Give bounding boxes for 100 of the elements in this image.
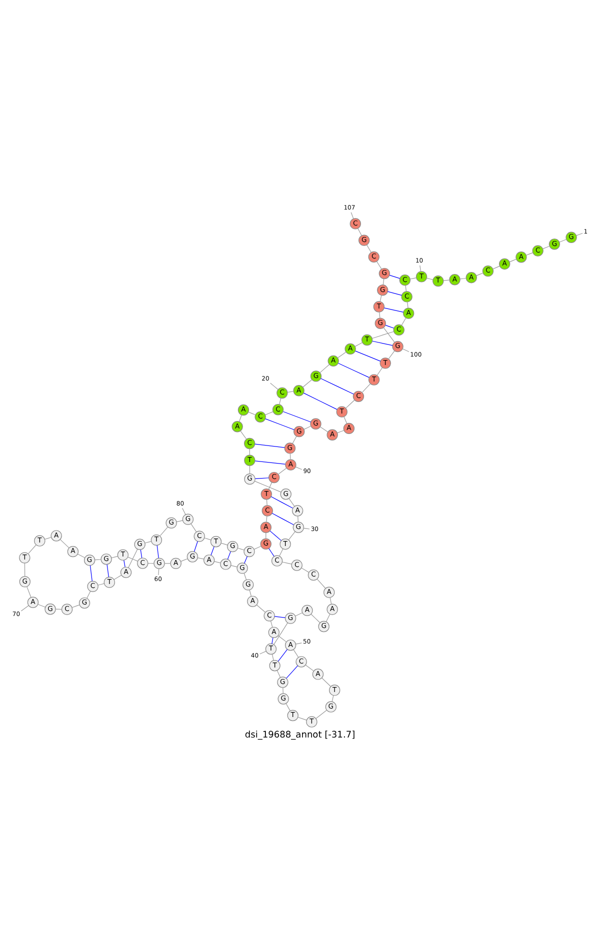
connector — [576, 232, 583, 236]
connector — [240, 430, 247, 439]
connector — [111, 556, 118, 558]
connector — [140, 549, 142, 558]
connector — [330, 596, 332, 604]
connector — [20, 604, 29, 611]
connector — [492, 265, 500, 269]
connector — [160, 526, 168, 536]
connector — [279, 548, 284, 556]
connector — [460, 277, 466, 279]
connector — [182, 507, 186, 514]
connector — [198, 557, 204, 559]
connector — [270, 496, 293, 508]
connector — [256, 604, 266, 612]
connector — [38, 604, 46, 607]
connector — [426, 277, 434, 280]
connector — [296, 642, 302, 644]
connector — [476, 272, 484, 276]
connector — [420, 264, 422, 272]
connector — [128, 556, 138, 561]
connector — [358, 228, 362, 236]
connector — [90, 564, 92, 581]
connector — [282, 561, 292, 564]
connector — [292, 435, 297, 444]
connector — [244, 572, 247, 580]
connector — [272, 637, 274, 644]
connector — [238, 414, 242, 422]
connector — [164, 562, 171, 564]
connector — [372, 330, 394, 338]
connector — [238, 547, 244, 550]
connector — [194, 540, 198, 552]
connector — [376, 260, 382, 269]
connector — [303, 392, 338, 410]
connector — [344, 416, 348, 424]
connector — [401, 317, 406, 326]
connector — [272, 512, 294, 525]
connector — [387, 290, 402, 296]
connector — [270, 530, 282, 540]
connector — [270, 382, 278, 390]
connector — [274, 616, 286, 618]
connector — [77, 553, 85, 558]
connector — [270, 620, 273, 627]
connector — [260, 650, 266, 654]
connector — [388, 350, 395, 358]
connector — [158, 568, 160, 575]
connector — [94, 558, 102, 560]
connector — [86, 590, 91, 598]
connector — [542, 245, 550, 249]
connector — [278, 634, 287, 642]
connector — [295, 612, 303, 616]
connector — [389, 274, 400, 278]
connector — [362, 382, 371, 392]
connector — [220, 542, 228, 545]
connector — [268, 548, 274, 556]
connector — [303, 527, 310, 529]
connector — [559, 238, 567, 242]
connector — [293, 649, 299, 658]
connector — [26, 586, 32, 598]
connector — [322, 677, 332, 686]
connector — [320, 426, 328, 432]
connector — [276, 670, 281, 678]
connector — [249, 589, 252, 596]
connector — [214, 560, 221, 563]
connector — [180, 558, 188, 562]
connector — [124, 560, 126, 567]
connector — [286, 702, 290, 711]
connector — [302, 379, 312, 387]
connector — [385, 324, 394, 328]
connector — [382, 278, 384, 285]
connector — [254, 443, 285, 448]
connector — [268, 482, 272, 490]
connector — [338, 351, 346, 358]
connector — [354, 342, 362, 346]
connector — [282, 410, 312, 422]
connector — [305, 664, 314, 671]
connector — [227, 550, 231, 559]
connector — [295, 466, 302, 470]
connector — [326, 614, 330, 622]
connector — [210, 546, 214, 555]
connector — [320, 378, 354, 394]
connector — [338, 362, 370, 378]
connector — [265, 410, 274, 415]
connector — [410, 276, 417, 279]
connector — [304, 425, 312, 430]
connector — [244, 556, 248, 564]
connector — [379, 311, 380, 318]
connector — [298, 716, 307, 720]
connector — [310, 613, 320, 623]
connector — [156, 544, 159, 558]
connector — [282, 687, 284, 694]
connector — [28, 544, 36, 554]
connector — [355, 350, 381, 361]
connector — [288, 498, 295, 506]
connector — [384, 307, 404, 312]
connector — [376, 366, 383, 376]
connector — [278, 467, 287, 474]
connector — [60, 538, 70, 548]
connector — [274, 622, 288, 644]
diagram-title: dsi_19688_annot [-31.7] — [244, 730, 356, 740]
connector — [44, 536, 52, 540]
